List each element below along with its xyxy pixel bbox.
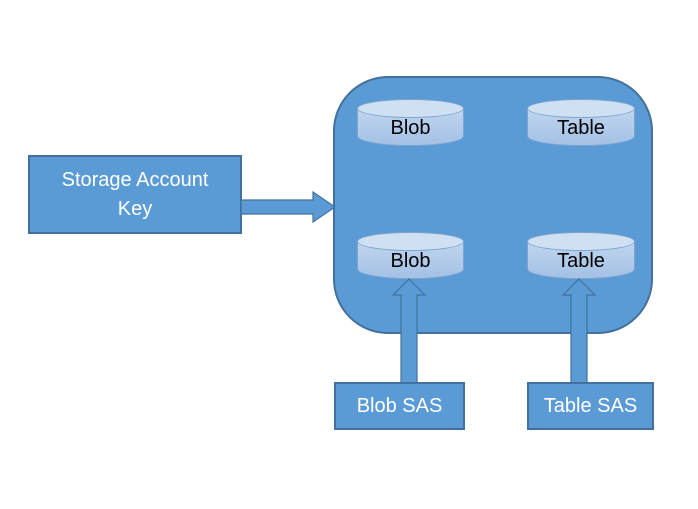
cylinder-label: Blob: [390, 116, 431, 139]
table-cylinder-top: Table: [527, 99, 635, 146]
cylinder-top-ellipse: [357, 99, 464, 118]
cylinder-top-ellipse: [527, 232, 635, 251]
cylinder-label: Blob: [390, 249, 431, 272]
table-sas-box: Table SAS: [527, 382, 654, 430]
cylinder-top-ellipse: [527, 99, 635, 118]
blob-cylinder-bottom: Blob: [357, 232, 464, 279]
blob-cylinder-top: Blob: [357, 99, 464, 146]
table-cylinder-bottom: Table: [527, 232, 635, 279]
cylinder-top-ellipse: [357, 232, 464, 251]
storage-account-key-label: Storage Account Key: [61, 168, 209, 220]
cylinder-label: Table: [557, 249, 605, 272]
storage-account-key-box: Storage Account Key: [28, 155, 242, 234]
cylinder-label: Table: [557, 116, 605, 139]
right-arrow-icon: [240, 190, 337, 224]
table-sas-label: Table SAS: [543, 394, 638, 417]
blob-sas-box: Blob SAS: [334, 382, 465, 430]
blob-sas-up-arrow-icon: [391, 278, 427, 385]
blob-sas-label: Blob SAS: [356, 394, 443, 417]
table-sas-up-arrow-icon: [561, 278, 597, 385]
